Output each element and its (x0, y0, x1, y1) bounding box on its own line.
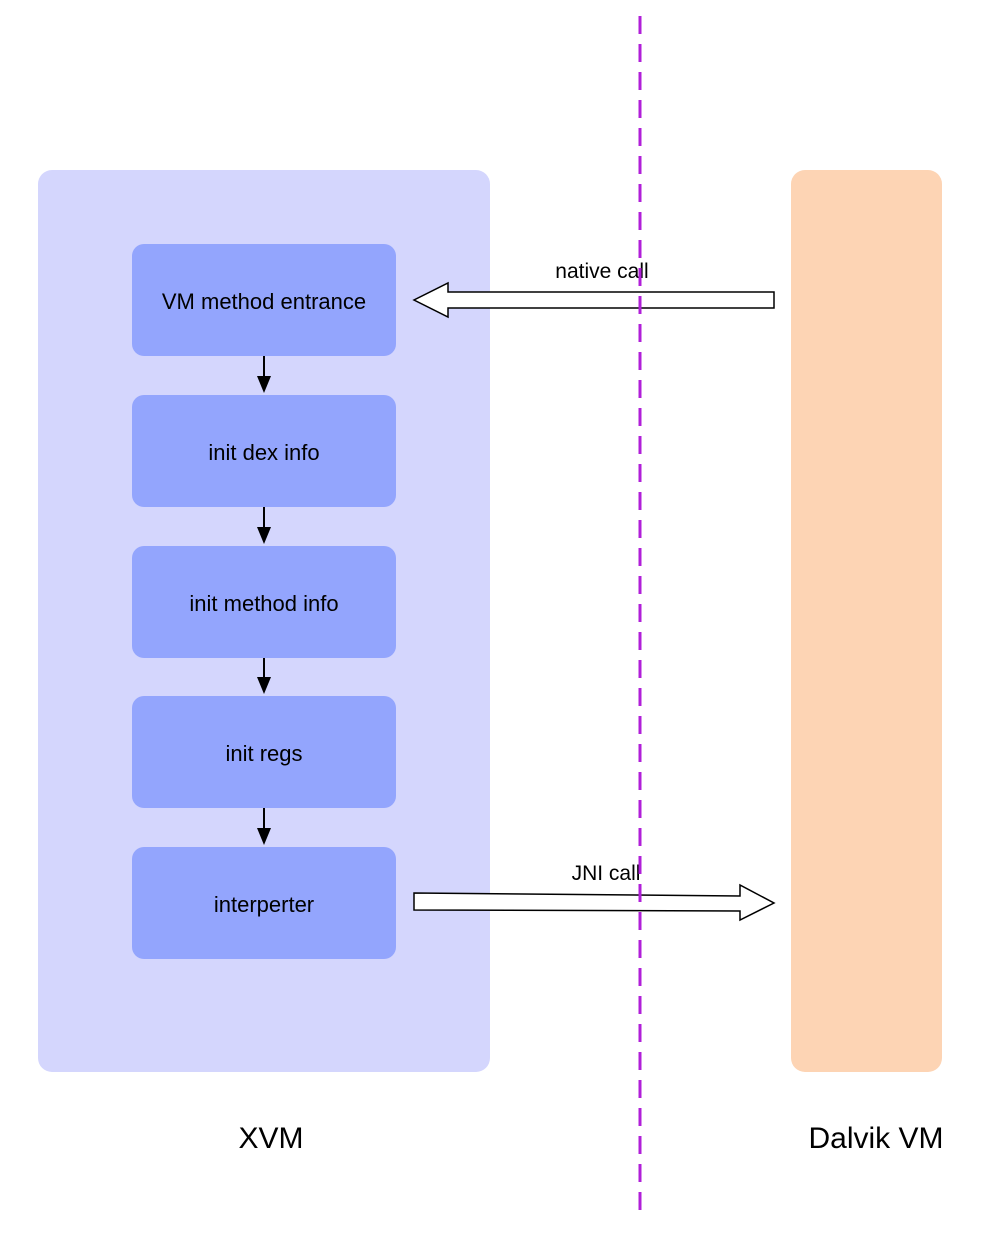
jni-call-arrow: JNI call (413, 862, 776, 922)
step-label: init dex info (208, 440, 319, 465)
step-init-method-info: init method info (132, 546, 396, 658)
flow-arrow (257, 356, 271, 393)
xvm-label: XVM (238, 1122, 303, 1155)
jni-call-arrow-shape (413, 883, 776, 922)
dalvik-vm-label: Dalvik VM (808, 1122, 943, 1155)
step-init-regs: init regs (132, 696, 396, 808)
step-vm-method-entrance: VM method entrance (132, 244, 396, 356)
native-call-arrow: native call (412, 260, 775, 319)
step-init-dex-info: init dex info (132, 395, 396, 507)
step-label: interperter (214, 892, 314, 917)
jni-call-label: JNI call (572, 862, 641, 885)
flow-arrow (257, 808, 271, 845)
native-call-label: native call (555, 260, 648, 283)
step-box (132, 395, 396, 507)
step-box (132, 696, 396, 808)
dalvik-vm-region (791, 170, 942, 1072)
step-interperter: interperter (132, 847, 396, 959)
step-label: init method info (189, 591, 338, 616)
native-call-arrow-shape (412, 281, 775, 319)
flow-arrow (257, 658, 271, 694)
step-box (132, 244, 396, 356)
step-label: init regs (225, 741, 302, 766)
flow-arrow (257, 507, 271, 544)
step-box (132, 847, 396, 959)
step-box (132, 546, 396, 658)
step-label: VM method entrance (162, 289, 366, 314)
